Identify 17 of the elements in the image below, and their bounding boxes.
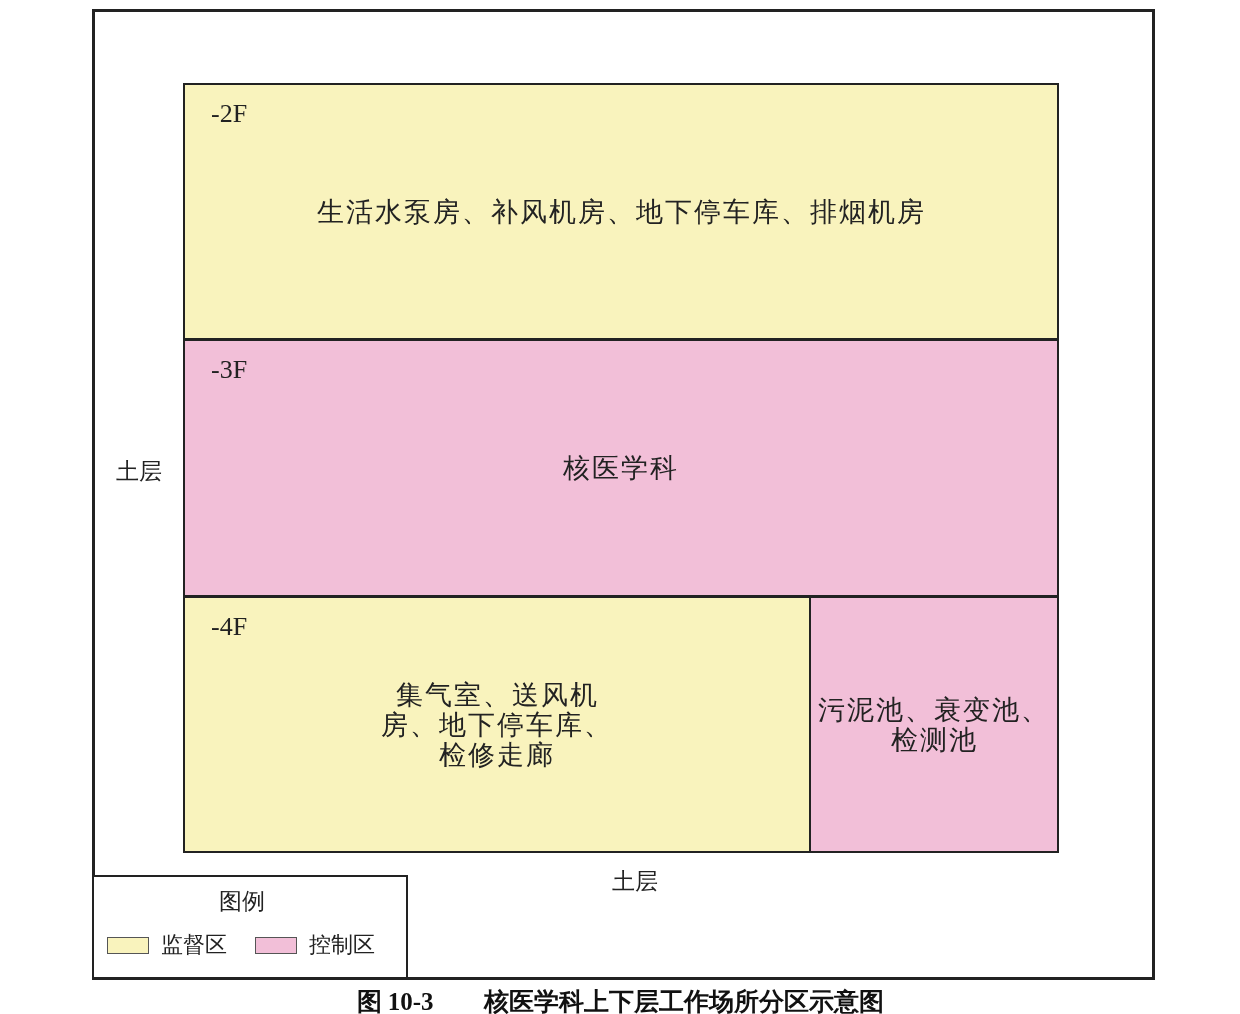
zone-rooms-text: 污泥池、衰变池、检测池 bbox=[818, 694, 1051, 755]
floor-zone bbox=[183, 339, 1059, 597]
zone-rooms-text: 核医学科 bbox=[563, 453, 679, 483]
zone-rooms-text: 集气室、送风机房、地下停车库、检修走廊 bbox=[380, 679, 615, 770]
floor-label: -4F bbox=[211, 612, 248, 642]
legend-title: 图例 bbox=[219, 888, 265, 916]
soil-layer-label: 土层 bbox=[116, 458, 162, 486]
floor-zone bbox=[809, 596, 1059, 853]
soil-layer-label: 土层 bbox=[612, 868, 658, 896]
floor-zone bbox=[183, 596, 811, 853]
zone-rooms-text: 生活水泵房、补风机房、地下停车库、排烟机房 bbox=[316, 196, 926, 227]
floor-label: -3F bbox=[211, 355, 248, 385]
figure-caption: 图 10-3 核医学科上下层工作场所分区示意图 bbox=[356, 987, 884, 1014]
legend-text: 控制区 bbox=[309, 931, 375, 959]
legend-text: 监督区 bbox=[161, 931, 227, 959]
floor-zone bbox=[183, 83, 1059, 340]
floor-label: -2F bbox=[211, 99, 248, 129]
